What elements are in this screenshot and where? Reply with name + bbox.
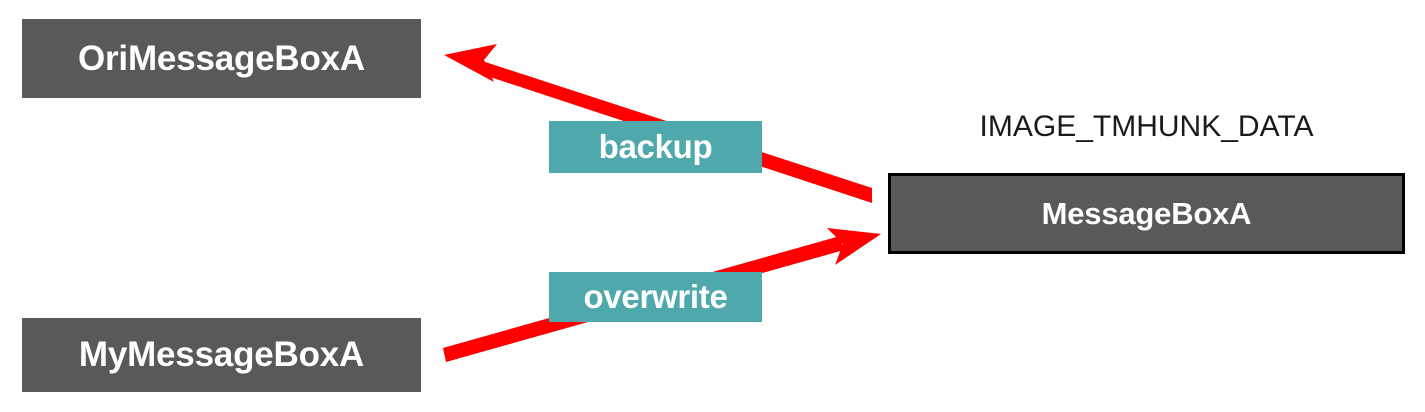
- node-my-messagebox[interactable]: MyMessageBoxA: [22, 318, 421, 392]
- node-target-messagebox[interactable]: MessageBoxA: [888, 173, 1405, 254]
- node-ori-messagebox[interactable]: OriMessageBoxA: [22, 19, 421, 98]
- node-my-messagebox-label: MyMessageBoxA: [78, 335, 365, 374]
- node-target-messagebox-label: MessageBoxA: [1041, 195, 1252, 231]
- node-ori-messagebox-label: OriMessageBoxA: [77, 38, 366, 78]
- edge-label-backup[interactable]: backup: [549, 121, 762, 173]
- section-caption-image-tmhunk-data: IMAGE_TMHUNK_DATA: [979, 110, 1314, 143]
- edge-label-overwrite[interactable]: overwrite: [549, 272, 762, 322]
- edge-label-overwrite-text: overwrite: [583, 278, 728, 315]
- edge-label-backup-text: backup: [598, 128, 713, 165]
